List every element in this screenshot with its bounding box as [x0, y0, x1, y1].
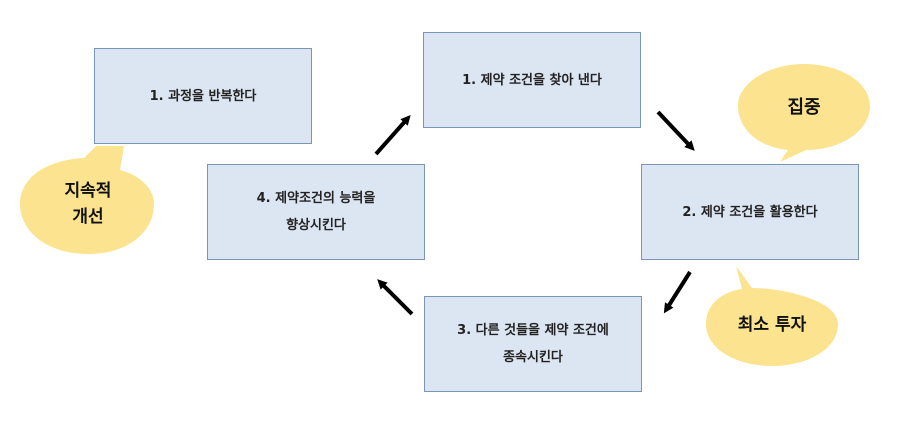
step-repeat-label: 1. 과정을 반복한다 [149, 88, 257, 104]
step-elevate-label-line1: 4. 제약조건의 능력을 [256, 191, 376, 206]
step-subordinate-label-line1: 3. 다른 것들을 제약 조건에 [457, 323, 609, 338]
bubble-min-invest [706, 266, 838, 366]
bubble-focus [738, 64, 870, 162]
arrow-find-to-exploit [656, 110, 695, 151]
bubble-focus-text: 집중 [748, 84, 860, 132]
step-exploit-label: 2. 제약 조건을 활용한다 [682, 204, 818, 220]
bubble-continuous-label-line1: 지속적 [64, 181, 112, 201]
bubble-focus-label: 집중 [787, 97, 821, 118]
step-find-box: 1. 제약 조건을 찾아 낸다 [423, 32, 641, 128]
arrow-exploit-to-subordinate [663, 270, 692, 314]
step-exploit-box: 2. 제약 조건을 활용한다 [641, 164, 859, 260]
bubble-min-invest-label: 최소 투자 [737, 315, 807, 335]
bubble-min-invest-text: 최소 투자 [712, 302, 832, 348]
step-elevate-box: 4. 제약조건의 능력을 향상시킨다 [207, 164, 425, 260]
bubble-continuous [20, 146, 154, 254]
arrow-elevate-to-find [374, 115, 411, 156]
step-find-label: 1. 제약 조건을 찾아 낸다 [462, 72, 602, 88]
arrow-subordinate-to-elevate [377, 279, 414, 316]
bubble-continuous-text: 지속적 개선 [30, 172, 146, 236]
bubble-continuous-label-line2: 개선 [72, 207, 104, 227]
step-subordinate-label-line2: 종속시킨다 [503, 350, 563, 365]
step-subordinate-box: 3. 다른 것들을 제약 조건에 종속시킨다 [424, 296, 642, 392]
step-elevate-label-line2: 향상시킨다 [286, 218, 346, 233]
step-repeat-box: 1. 과정을 반복한다 [94, 48, 312, 144]
